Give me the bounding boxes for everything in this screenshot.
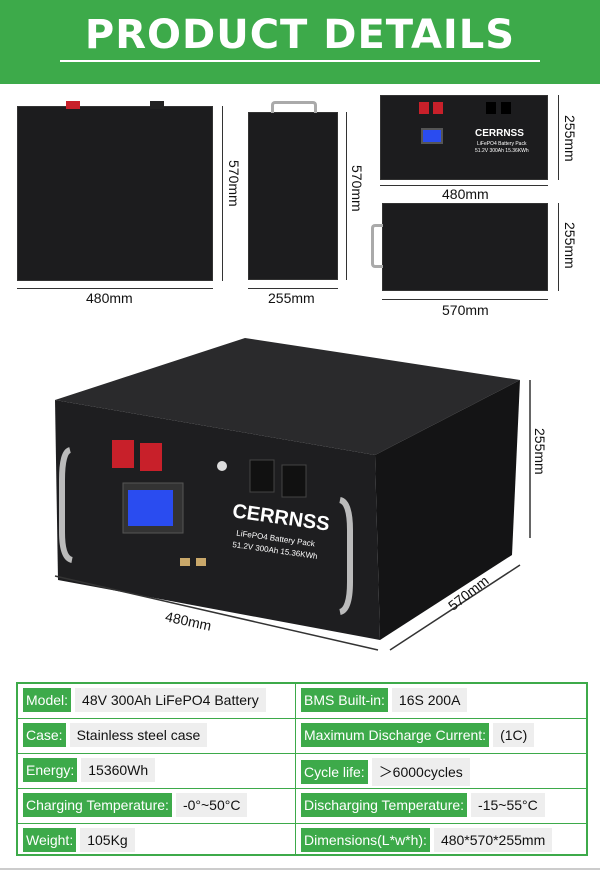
dimension-line xyxy=(558,95,559,180)
spec-label: Maximum Discharge Current: xyxy=(301,723,490,747)
side-view-battery xyxy=(248,101,338,280)
side-height-label: 570mm xyxy=(349,165,365,212)
rj45-port xyxy=(180,558,190,566)
lcd-display xyxy=(128,490,173,526)
rj45-port xyxy=(196,558,206,566)
spec-label: Weight: xyxy=(23,828,77,852)
battery-top-face xyxy=(55,338,520,455)
header-underline xyxy=(60,60,540,62)
top-width-label: 570mm xyxy=(442,302,489,318)
header-banner: PRODUCT DETAILS xyxy=(0,0,600,84)
negative-terminal xyxy=(150,101,164,109)
negative-terminal xyxy=(249,459,275,493)
lcd-display xyxy=(421,128,443,144)
spec-label: Model: xyxy=(23,688,72,712)
front-height-label: 570mm xyxy=(226,160,242,207)
spec-value: 16S 200A xyxy=(391,688,468,712)
battery-front-face xyxy=(55,400,380,640)
negative-terminal xyxy=(501,102,511,114)
panel-height-label: 255mm xyxy=(562,115,578,162)
page-title: PRODUCT DETAILS xyxy=(84,12,516,58)
battery-perspective-image xyxy=(54,338,531,651)
spec-label: Charging Temperature: xyxy=(23,793,172,817)
spec-value: (1C) xyxy=(493,723,535,747)
handle xyxy=(271,101,317,113)
spec-value: 480*570*255mm xyxy=(433,828,553,852)
handle xyxy=(371,224,383,268)
negative-terminal xyxy=(281,464,307,498)
battery-side-face xyxy=(375,380,520,640)
spec-value: -0°~50°C xyxy=(175,793,248,817)
side-width-label: 255mm xyxy=(268,290,315,306)
positive-terminal xyxy=(140,443,162,471)
dimension-line xyxy=(248,288,338,289)
table-row: Weight:105Kg Dimensions(L*w*h):480*570*2… xyxy=(18,824,586,859)
long-side-view-battery xyxy=(371,203,548,291)
spec-value: -15~55°C xyxy=(471,793,545,817)
dimension-line xyxy=(382,299,548,300)
main-height-label: 255mm xyxy=(532,428,548,475)
panel-text: 51.2V 300Ah 15.36KWh xyxy=(475,148,529,154)
spec-value: Stainless steel case xyxy=(69,723,208,747)
table-row: Charging Temperature:-0°~50°C Dischargin… xyxy=(18,789,586,824)
spec-value: 48V 300Ah LiFePO4 Battery xyxy=(75,688,266,712)
dimension-line xyxy=(389,564,521,651)
dimension-line xyxy=(380,185,548,186)
bottom-divider xyxy=(0,868,600,870)
positive-terminal xyxy=(66,101,80,109)
positive-terminal xyxy=(433,102,443,114)
dimension-line xyxy=(346,112,347,280)
handle xyxy=(59,447,74,563)
front-view-battery xyxy=(17,101,213,281)
column-divider xyxy=(295,684,296,854)
dimension-line xyxy=(558,203,559,291)
brand-logo: CERRNSS xyxy=(475,128,524,139)
spec-table: Model:48V 300Ah LiFePO4 Battery BMS Buil… xyxy=(16,682,588,856)
spec-label: Case: xyxy=(23,723,66,747)
spec-label: Discharging Temperature: xyxy=(301,793,468,817)
handle xyxy=(338,497,353,615)
dimension-line xyxy=(17,288,213,289)
spec-value: 105Kg xyxy=(80,828,135,852)
front-width-label: 480mm xyxy=(86,290,133,306)
top-height-label: 255mm xyxy=(562,222,578,269)
spec-label: Cycle life: xyxy=(301,760,368,784)
table-row: Case:Stainless steel case Maximum Discha… xyxy=(18,719,586,754)
positive-terminal xyxy=(112,440,134,468)
power-button xyxy=(217,461,227,471)
table-row: Energy:15360Wh Cycle life:＞6000cycles xyxy=(18,754,586,789)
spec-label: Energy: xyxy=(23,758,78,782)
panel-view-battery: CERRNSS LiFePO4 Battery Pack 51.2V 300Ah… xyxy=(380,95,548,180)
spec-label: BMS Built-in: xyxy=(301,688,388,712)
panel-width-label: 480mm xyxy=(442,186,489,202)
spec-value: 15360Wh xyxy=(81,758,156,782)
panel-text: LiFePO4 Battery Pack xyxy=(477,141,527,147)
dimension-line xyxy=(54,575,379,651)
spec-label: Dimensions(L*w*h): xyxy=(301,828,430,852)
negative-terminal xyxy=(486,102,496,114)
table-row: Model:48V 300Ah LiFePO4 Battery BMS Buil… xyxy=(18,684,586,719)
spec-value: ＞6000cycles xyxy=(371,758,470,786)
dimension-line xyxy=(222,106,223,281)
positive-terminal xyxy=(419,102,429,114)
